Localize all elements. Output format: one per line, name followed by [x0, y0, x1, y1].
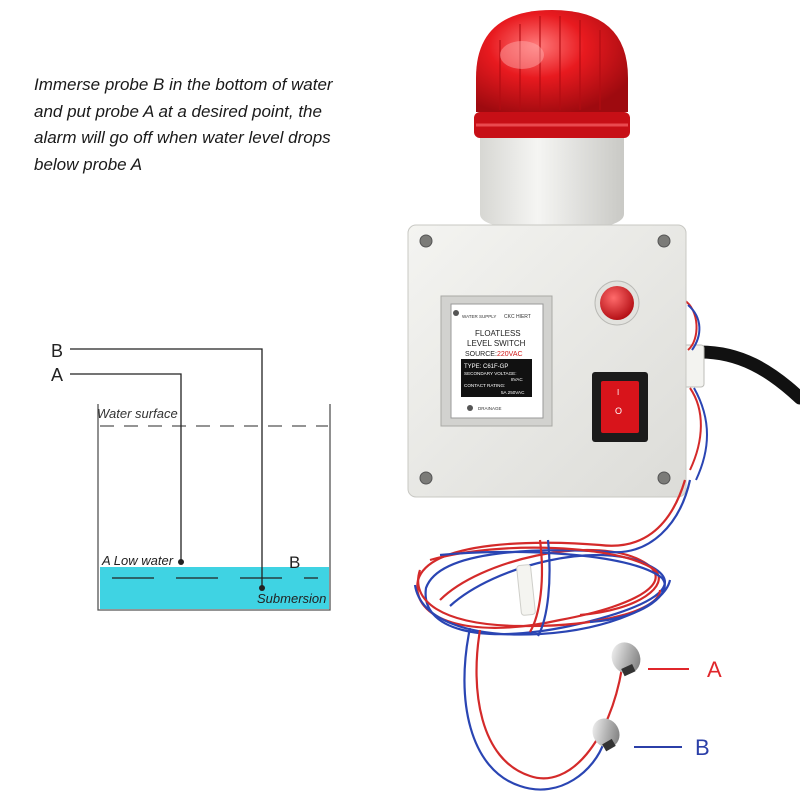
cable-tie	[516, 564, 536, 616]
beacon-base	[480, 138, 624, 230]
instruction-line-4: below probe A	[34, 154, 143, 174]
wire-to-probe-a	[475, 629, 624, 780]
probe-a-dot	[178, 559, 184, 565]
rocker-label-off: O	[615, 406, 622, 416]
panel-source-value: 220VAC	[497, 351, 523, 358]
panel-title-2: LEVEL SWITCH	[467, 339, 526, 348]
beacon-ribs	[499, 16, 601, 110]
probe-a	[611, 642, 641, 677]
panel-water-supply: WATER SUPPLY	[462, 314, 496, 319]
instruction-line-3: alarm will go off when water level drops	[34, 128, 331, 147]
diagram-label-a: A	[51, 365, 63, 385]
panel-brand: CKC HIERT	[504, 314, 531, 320]
panel-drainage: DRAINAGE	[478, 406, 502, 411]
panel-source-label: SOURCE:	[465, 351, 497, 358]
probe-a-wire	[70, 373, 182, 562]
push-button	[600, 286, 634, 320]
probe-a-label: A	[707, 657, 722, 682]
rocker-label-on: I	[617, 388, 619, 397]
probe-b	[592, 718, 620, 752]
panel-spec-block	[461, 359, 532, 397]
submersion-label: Submersion	[257, 591, 326, 606]
probe-b-marker: B	[289, 553, 300, 572]
probe-b-dot	[259, 585, 265, 591]
rocker-switch	[601, 381, 639, 433]
panel-contact-value: 5A 250VAC	[501, 390, 525, 395]
power-cable	[693, 345, 800, 405]
probe-b-label: B	[695, 735, 710, 760]
beacon-highlight	[500, 41, 544, 69]
panel-contact-rating: CONTACT RATING:	[464, 383, 505, 388]
tank-outline	[97, 404, 331, 611]
enclosure-screws	[419, 234, 671, 485]
diagram-label-b: B	[51, 341, 63, 361]
panel-secondary-value: 8VAC	[511, 377, 523, 382]
panel-secondary-voltage: SECONDARY VOLTAGE:	[464, 371, 517, 376]
water-surface-label: Water surface	[97, 406, 178, 421]
beacon-dome	[476, 10, 628, 112]
low-water-label: A Low water	[101, 553, 174, 568]
wire-to-probe-b	[463, 627, 606, 791]
instruction-line-1: Immerse probe B in the bottom of water	[34, 75, 333, 94]
instruction-line-2: and put probe A at a desired point, the	[34, 101, 322, 121]
probe-b-wire	[70, 348, 263, 588]
alarm-device: WATER SUPPLY CKC HIERT FLOATLESS LEVEL S…	[407, 10, 800, 498]
cable-bundle	[413, 479, 692, 791]
panel-type: TYPE: C61F-GP	[464, 364, 508, 370]
panel-title-1: FLOATLESS	[475, 329, 521, 338]
water-body	[100, 567, 329, 609]
water-tank-diagram: B A Water surface A Low water B Submersi…	[51, 341, 331, 611]
instruction-text: Immerse probe B in the bottom of water a…	[34, 72, 404, 178]
